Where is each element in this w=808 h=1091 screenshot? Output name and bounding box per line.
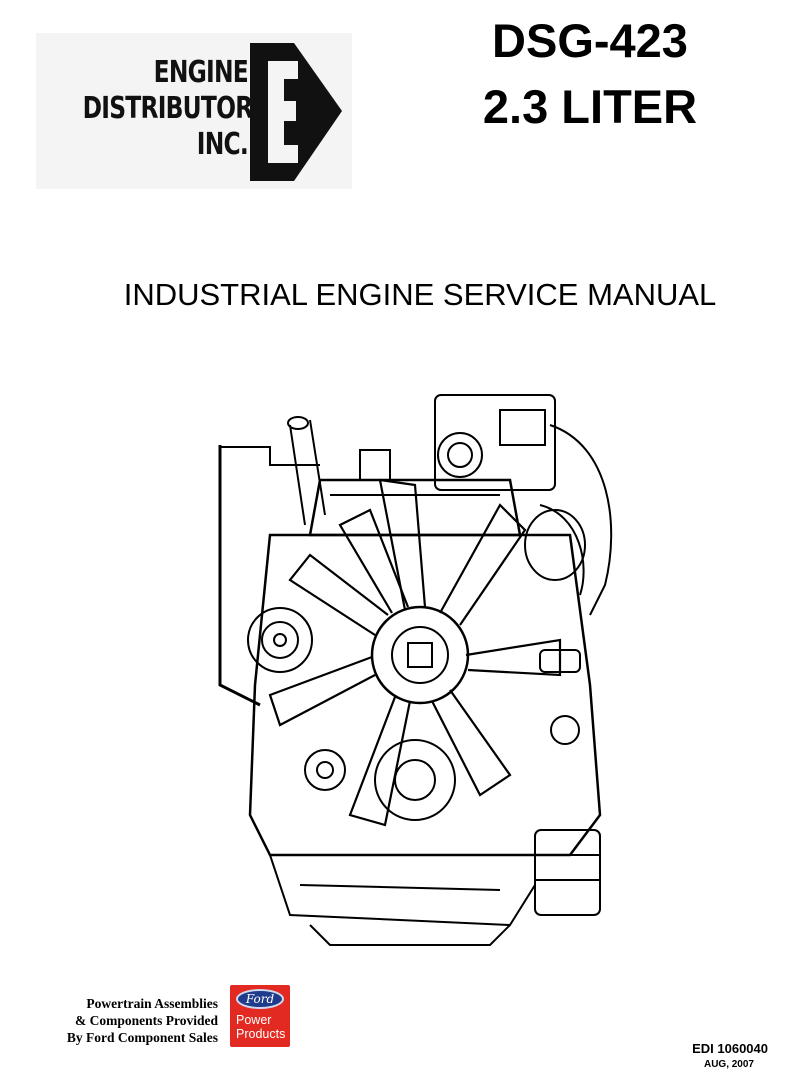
- ford-badge-line-2: Products: [236, 1027, 286, 1041]
- manual-subtitle: INDUSTRIAL ENGINE SERVICE MANUAL: [123, 277, 717, 312]
- credits-line-2: & Components Provided: [74, 1013, 218, 1028]
- ford-power-products-logo: Ford Power Products: [230, 985, 290, 1047]
- document-date: AUG, 2007: [703, 1059, 754, 1070]
- ford-oval-icon: Ford: [236, 989, 284, 1009]
- model-title: DSG-423: [492, 14, 688, 67]
- credits-text: Powertrain Assemblies & Components Provi…: [36, 995, 218, 1046]
- credits-line-3: By Ford Component Sales: [66, 1030, 218, 1045]
- ford-badge-line-1: Power: [236, 1013, 272, 1027]
- engine-line-drawing-icon: [218, 394, 613, 946]
- displacement-title: 2.3 LITER: [482, 80, 698, 133]
- document-number: EDI 1060040: [692, 1041, 768, 1056]
- logo-line-engine: ENGINE: [153, 55, 249, 90]
- credits-line-1: Powertrain Assemblies: [86, 996, 218, 1011]
- company-logo: ENGINE DISTRIBUTORS INC.: [36, 33, 352, 189]
- logo-wordmark: ENGINE DISTRIBUTORS INC.: [82, 55, 270, 163]
- logo-line-distributors: DISTRIBUTORS: [82, 91, 270, 126]
- e-arrow-logo-icon: [250, 43, 342, 181]
- logo-line-inc: INC.: [196, 127, 249, 162]
